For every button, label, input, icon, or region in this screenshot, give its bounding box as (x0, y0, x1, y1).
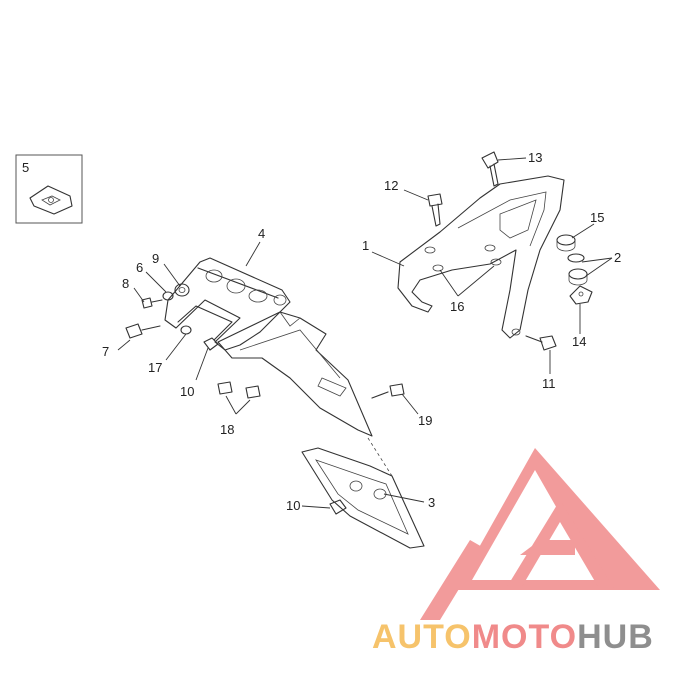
callout-8: 8 (122, 276, 129, 291)
part-3-plate-holder (301, 437, 425, 549)
callout-18: 18 (220, 422, 234, 437)
part-12-bolt (427, 193, 443, 227)
part-13-bolt (481, 151, 499, 187)
part-18-clips (217, 381, 261, 399)
part-1-grab-handle (397, 175, 565, 339)
part-4-bracket (164, 257, 291, 351)
callout-10-lower: 10 (286, 498, 300, 513)
callout-3: 3 (428, 495, 435, 510)
leader-lines (117, 157, 613, 509)
part-6-spacer (162, 291, 174, 301)
callout-1: 1 (362, 238, 369, 253)
callout-6: 6 (136, 260, 143, 275)
part-15-rubber (556, 234, 576, 252)
callout-15: 15 (590, 210, 604, 225)
callout-11: 11 (542, 376, 556, 391)
part-7-bolt (125, 323, 161, 339)
part-17-bushing (180, 325, 192, 335)
callout-4: 4 (258, 226, 265, 241)
part-2-grommet (567, 253, 588, 286)
callout-2: 2 (614, 250, 621, 265)
part-19-screw (371, 383, 405, 399)
callout-17: 17 (148, 360, 162, 375)
part-10-nut-lower (329, 499, 347, 515)
callout-14: 14 (572, 334, 586, 349)
part-9-washer (174, 283, 190, 297)
part-8-screw (141, 297, 163, 309)
callout-7: 7 (102, 344, 109, 359)
callout-12: 12 (384, 178, 398, 193)
callout-5: 5 (22, 160, 29, 175)
part-11-bolt (525, 335, 557, 351)
callout-labels: 1 2 3 4 5 6 7 8 9 10 10 11 12 13 14 15 1… (22, 150, 621, 513)
watermark-text: AUTOMOTOHUB (372, 618, 654, 656)
callout-19: 19 (418, 413, 432, 428)
callout-10-upper: 10 (180, 384, 194, 399)
part-10-nut-upper (203, 337, 219, 351)
watermark-logo (420, 448, 660, 620)
callout-9: 9 (152, 251, 159, 266)
support-arm (217, 311, 373, 437)
callout-16: 16 (450, 299, 464, 314)
part-14-clip (569, 285, 593, 305)
inset-part-5 (15, 154, 83, 224)
callout-13: 13 (528, 150, 542, 165)
